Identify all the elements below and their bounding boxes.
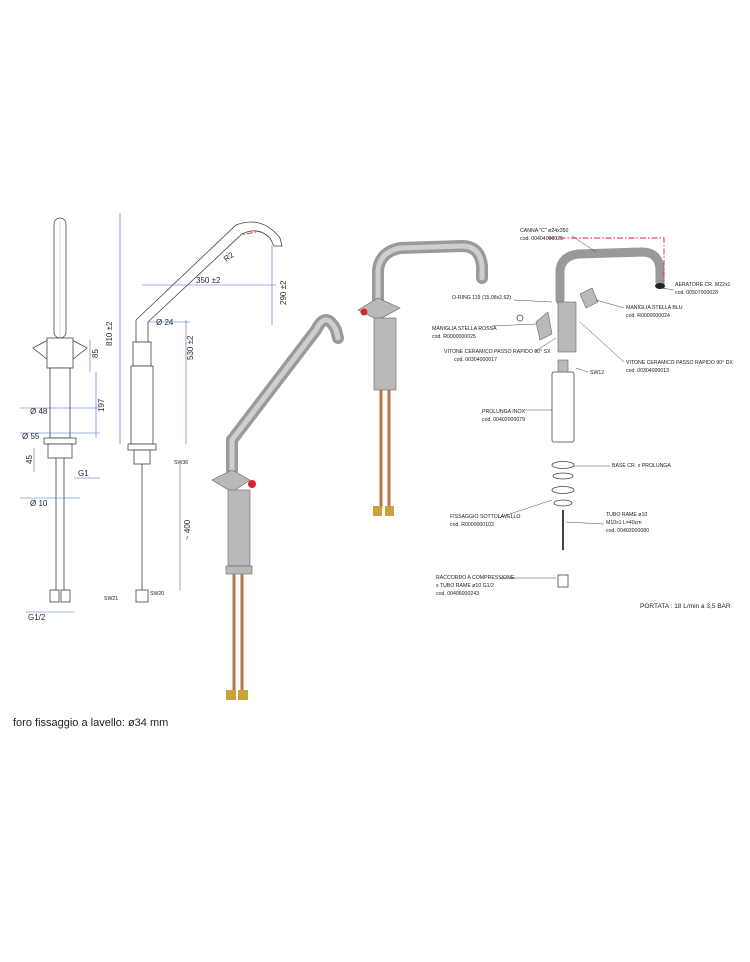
- label-vitone-sx-cod: cod. 00304000017: [454, 357, 497, 363]
- label-canna: CANNA "C" ø24x350: [520, 228, 568, 234]
- dim-d10: Ø 10: [30, 499, 48, 508]
- prolunga-part: [551, 371, 575, 443]
- side-body: [130, 365, 154, 445]
- label-raccordo-cod: cod. 00406000243: [436, 591, 479, 597]
- front-view: Ø 48 Ø 55 Ø 10 G1 G1/2 85 197 45: [20, 217, 106, 622]
- dim-d48: Ø 48: [30, 407, 48, 416]
- dim-h400: ~ 400: [183, 519, 192, 540]
- label-base: BASE CR. x PROLUNGA: [612, 463, 671, 469]
- label-maniglia-rossa-cod: cod. R0000000025: [432, 334, 476, 340]
- dim-w350: 350 ±2: [196, 276, 221, 285]
- red-handle-dot: [248, 480, 256, 488]
- label-fissaggio: FISSAGGIO SOTTOLAVELLO: [450, 514, 520, 520]
- render-small: [357, 239, 488, 516]
- dim-h45: 45: [25, 455, 34, 464]
- footer-note: foro fissaggio a lavello: ø34 mm: [13, 717, 169, 729]
- label-raccordo: RACCORDO A COMPRESSIONE: [436, 575, 515, 581]
- label-vitone-sx: VITONE CERAMICO PASSO RAPIDO 90° SX: [444, 349, 551, 355]
- render-large: [211, 314, 344, 700]
- label-tubo: TUBO RAME ø10: [606, 512, 647, 518]
- label-maniglia-rossa: MANIGLIA STELLA ROSSA: [432, 326, 497, 332]
- front-body: [49, 367, 71, 439]
- dim-g1: G1: [78, 469, 89, 478]
- label-prolunga: PROLUNGA INOX: [482, 409, 525, 415]
- exploded-view: CANNA "C" ø24x350 cod. 00404000025 AERAT…: [432, 228, 733, 610]
- dim-d24: Ø 24: [156, 318, 174, 327]
- label-aeratore-cod: cod. 00507000028: [675, 290, 718, 296]
- label-sw20: SW20: [150, 591, 164, 597]
- dim-h290: 290 ±2: [279, 280, 288, 305]
- label-tubo-spec: M10x1 L=40cm: [606, 520, 642, 526]
- label-vitone-dx-cod: cod. 00304000013: [626, 368, 669, 374]
- label-portata: PORTATA : 18 L/min a 3,5 BAR: [640, 603, 731, 610]
- side-spout: [135, 221, 283, 343]
- dim-r: R2: [222, 250, 236, 264]
- label-canna-cod: cod. 00404000025: [520, 236, 563, 242]
- label-prolunga-cod: cod. 00402000079: [482, 417, 525, 423]
- label-raccordo-spec: x TUBO RAME ø10 G1/2: [436, 583, 494, 589]
- dim-d55: Ø 55: [22, 432, 40, 441]
- label-oring: O-RING 119 (15,08x2,62): [452, 295, 511, 301]
- label-sw12: SW12: [590, 370, 604, 376]
- label-aeratore: AERATORE CR. M22x1: [675, 282, 731, 288]
- label-sw36: SW36: [174, 460, 188, 466]
- label-sw21: SW21: [104, 596, 118, 602]
- dim-h810: 810 ±2: [105, 321, 114, 346]
- label-vitone-dx: VITONE CERAMICO PASSO RAPIDO 90° DX: [626, 360, 733, 366]
- dim-h530: 530 ±2: [186, 335, 195, 360]
- label-maniglia-blu: MANIGLIA STELLA BLU: [626, 305, 683, 311]
- dim-g12: G1/2: [28, 613, 46, 622]
- label-fissaggio-cod: cod. R0000000103: [450, 522, 494, 528]
- dim-h197: 197: [97, 398, 106, 412]
- dim-h85: 85: [91, 349, 100, 358]
- render-body: [227, 489, 251, 567]
- label-maniglia-blu-cod: cod. R0000000024: [626, 313, 670, 319]
- label-tubo-cod: cod. 00402000080: [606, 528, 649, 534]
